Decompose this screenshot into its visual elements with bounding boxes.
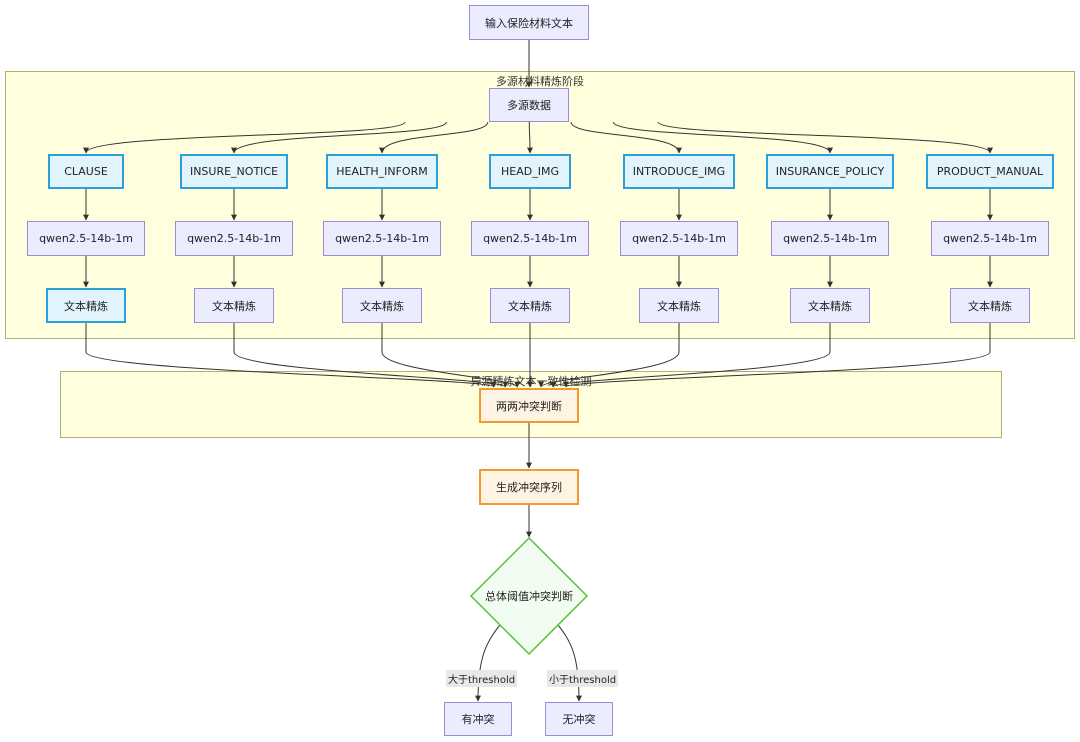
cluster-refine-stage-title: 多源材料精炼阶段 (496, 75, 584, 88)
input-node: 输入保险材料文本 (469, 5, 589, 40)
model-node-2: qwen2.5-14b-1m (175, 221, 293, 256)
edge-multi-source-to-source-5 (570, 121, 682, 154)
model-node-5: qwen2.5-14b-1m (620, 221, 738, 256)
source-node-introduce-img: INTRODUCE_IMG (623, 154, 735, 189)
decision-diamond-shape (469, 536, 589, 656)
refine-node-5: 文本精炼 (639, 288, 719, 323)
edge-multi-source-to-source-4 (526, 121, 533, 154)
model-node-6: qwen2.5-14b-1m (771, 221, 889, 256)
edge-multi-source-to-source-6 (612, 121, 833, 154)
source-node-health-inform: HEALTH_INFORM (326, 154, 438, 189)
pairwise-conflict-node: 两两冲突判断 (479, 388, 579, 423)
refine-node-7: 文本精炼 (950, 288, 1030, 323)
edge-multi-source-to-source-1 (83, 121, 406, 154)
has-conflict-node: 有冲突 (444, 702, 512, 736)
source-node-clause: CLAUSE (48, 154, 124, 189)
refine-node-1: 文本精炼 (46, 288, 126, 323)
source-node-insurance-policy: INSURANCE_POLICY (766, 154, 894, 189)
edge-multi-source-to-source-7 (657, 121, 993, 154)
edge-multi-source-to-source-2 (231, 121, 447, 154)
source-node-product-manual: PRODUCT_MANUAL (926, 154, 1054, 189)
no-conflict-node: 无冲突 (545, 702, 613, 736)
below-threshold-label: 小于threshold (547, 670, 619, 687)
source-node-head-img: HEAD_IMG (489, 154, 571, 189)
edge-refine-to-pairwise-7 (563, 323, 991, 388)
edge-refine-to-pairwise-1 (85, 323, 497, 388)
refine-node-6: 文本精炼 (790, 288, 870, 323)
refine-node-4: 文本精炼 (490, 288, 570, 323)
model-node-1: qwen2.5-14b-1m (27, 221, 145, 256)
threshold-decision-label: 总体阈值冲突判断 (485, 590, 573, 603)
model-node-4: qwen2.5-14b-1m (471, 221, 589, 256)
edge-multi-source-to-source-3 (379, 121, 489, 154)
edge-refine-to-pairwise-2 (233, 323, 509, 388)
above-threshold-label: 大于threshold (446, 670, 518, 687)
model-node-7: qwen2.5-14b-1m (931, 221, 1049, 256)
refine-node-3: 文本精炼 (342, 288, 422, 323)
edge-decision-to-has-conflict (475, 624, 501, 702)
cluster-consistency: 异源精炼文本一致性检测 (60, 371, 1002, 438)
edge-refine-to-pairwise-5 (538, 323, 680, 388)
conflict-sequence-node: 生成冲突序列 (479, 469, 579, 505)
edge-refine-to-pairwise-3 (381, 323, 521, 388)
model-node-3: qwen2.5-14b-1m (323, 221, 441, 256)
multi-source-node: 多源数据 (489, 88, 569, 122)
edge-decision-to-no-conflict (557, 624, 582, 702)
refine-node-2: 文本精炼 (194, 288, 274, 323)
source-node-insure-notice: INSURE_NOTICE (180, 154, 288, 189)
